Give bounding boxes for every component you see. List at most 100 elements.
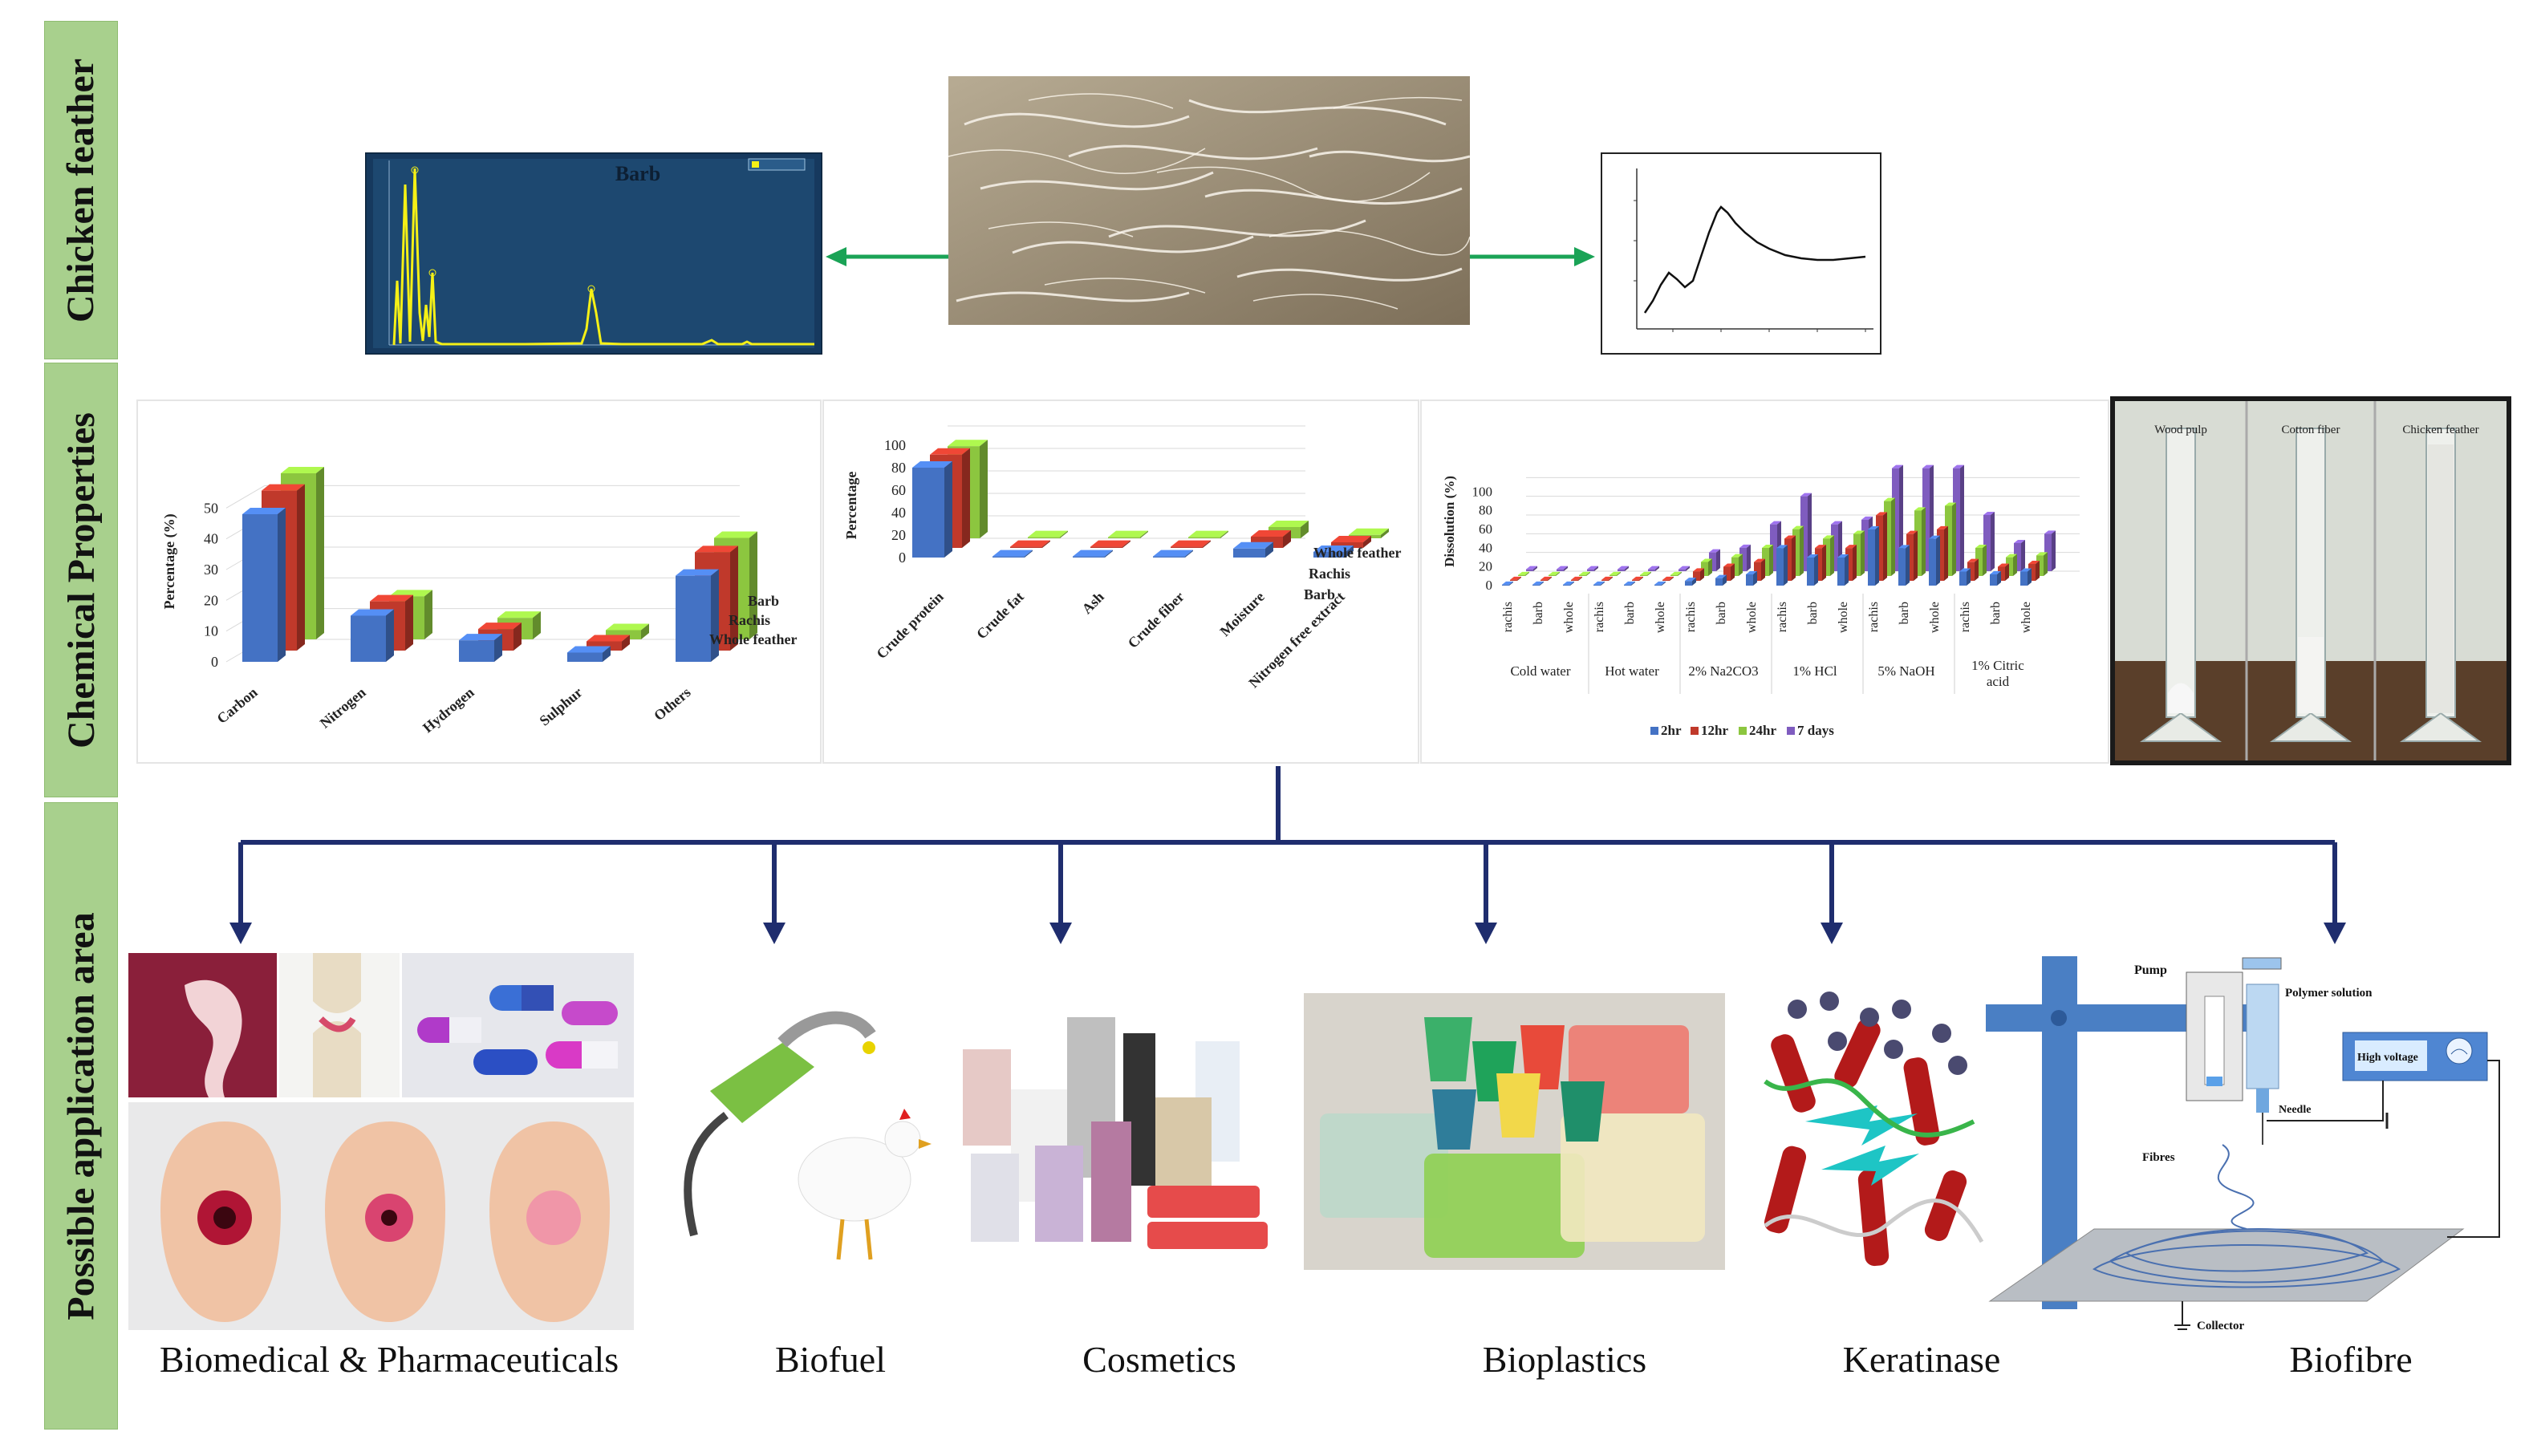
x-tick-label: barb: [1898, 602, 1911, 624]
bar: [676, 575, 711, 662]
bar: [1601, 579, 1609, 581]
y-tick-label: 60: [891, 482, 906, 498]
bar-side: [2013, 554, 2017, 576]
caption-biofuel: Biofuel: [775, 1339, 886, 1380]
bar-top: [695, 545, 738, 553]
bar-side: [944, 461, 952, 558]
bar-side: [1875, 526, 1879, 586]
bar: [1784, 538, 1792, 581]
bar-top: [1233, 541, 1273, 549]
x-tick-label: Sulphur: [536, 684, 585, 729]
y-axis-label: Percentage (%): [161, 513, 178, 609]
bar-top: [1709, 549, 1720, 553]
bar-top: [1731, 554, 1743, 558]
bar-top: [262, 484, 305, 491]
bar-side: [1991, 512, 1995, 571]
bar-side: [1060, 530, 1068, 538]
bar-side: [533, 611, 541, 639]
x-tick-label: whole: [1562, 602, 1576, 633]
bar-top: [1532, 581, 1544, 585]
bar-top: [1967, 558, 1979, 562]
bar-side: [1594, 566, 1598, 571]
bar-top: [1770, 521, 1781, 525]
section-label-chemical-properties: Chemical Properties: [44, 363, 118, 797]
x-tick-label: Moisture: [1216, 589, 1267, 639]
cylinders-photo: Wood pulp Cotton fiber Chicken feather: [2110, 396, 2511, 765]
x-tick-label: Nitrogen: [317, 684, 369, 732]
bar-side: [1525, 571, 1529, 576]
bar-side: [1122, 540, 1130, 548]
bar: [1073, 556, 1105, 558]
keratinase-image: [1749, 985, 1994, 1306]
bar: [2036, 555, 2044, 576]
bar-top: [2014, 540, 2025, 543]
edx-spectrum-image: Barb: [363, 151, 824, 356]
bar-side: [424, 590, 432, 639]
bar-side: [1670, 576, 1674, 581]
bar-top: [1723, 563, 1735, 567]
section-text-application-area: Possible application area: [59, 911, 103, 1320]
bar-top: [1983, 512, 1995, 515]
edx-title: Barb: [615, 162, 660, 185]
bar: [1540, 579, 1548, 581]
group-label: Cold water: [1510, 663, 1570, 679]
bar-side: [1617, 571, 1621, 576]
bar: [1807, 558, 1814, 586]
x-tick-label: Carbon: [214, 684, 261, 727]
group-label: 1% Citric: [1971, 658, 2024, 673]
bar-top: [1670, 571, 1682, 575]
bar-side: [1747, 544, 1751, 571]
bar-side: [316, 467, 324, 639]
bar: [1723, 566, 1731, 581]
bar-side: [2021, 540, 2025, 571]
x-tick-label: barb: [1532, 602, 1545, 624]
x-tick-label: rachis: [1684, 602, 1698, 632]
xrd-curve: [1643, 205, 1866, 314]
bar-top: [2006, 554, 2017, 558]
bar: [567, 652, 603, 662]
gridline: [225, 485, 266, 509]
bar-side: [1883, 512, 1887, 581]
bar-side: [1140, 530, 1148, 538]
bar: [2044, 533, 2052, 571]
bar-side: [730, 545, 738, 651]
bar: [992, 556, 1025, 558]
foot-model: [325, 1121, 445, 1322]
bar-top: [1831, 521, 1842, 525]
bar-top: [2028, 561, 2040, 564]
bar-top: [1945, 502, 1956, 506]
bar-top: [1587, 566, 1598, 570]
cylinder-wood-pulp: [2139, 428, 2222, 742]
arrow-to-xrd: [1470, 241, 1598, 273]
xrd-pattern-image: [1601, 152, 1881, 355]
bar-top: [1028, 530, 1068, 537]
bar: [242, 514, 278, 662]
bar-side: [2028, 568, 2032, 586]
bar: [1709, 552, 1716, 571]
y-tick-label: 30: [204, 562, 218, 578]
bar-top: [1762, 545, 1773, 548]
bar: [1510, 579, 1517, 581]
edx-peak-marker: [411, 166, 419, 174]
edx-peak-marker: [587, 285, 595, 293]
legend-swatch: [1739, 727, 1747, 735]
bar-top: [1929, 535, 1940, 539]
bar-side: [1723, 574, 1727, 586]
legend-label: 7 days: [1797, 723, 1834, 738]
bar-side: [641, 623, 649, 639]
bar-side: [1800, 525, 1804, 576]
bar: [1010, 546, 1042, 548]
bar-side: [1899, 464, 1903, 571]
edx-spectrum-line: [392, 168, 814, 346]
bar: [1800, 496, 1808, 571]
bar: [912, 468, 944, 558]
bar-top: [1331, 536, 1371, 542]
bar-side: [1692, 578, 1696, 586]
bar-side: [962, 448, 970, 548]
bar-top: [1884, 497, 1895, 501]
bar: [1153, 556, 1185, 558]
electrospin-needle-label: Needle: [2279, 1104, 2311, 1116]
series-label: Rachis: [729, 612, 770, 628]
